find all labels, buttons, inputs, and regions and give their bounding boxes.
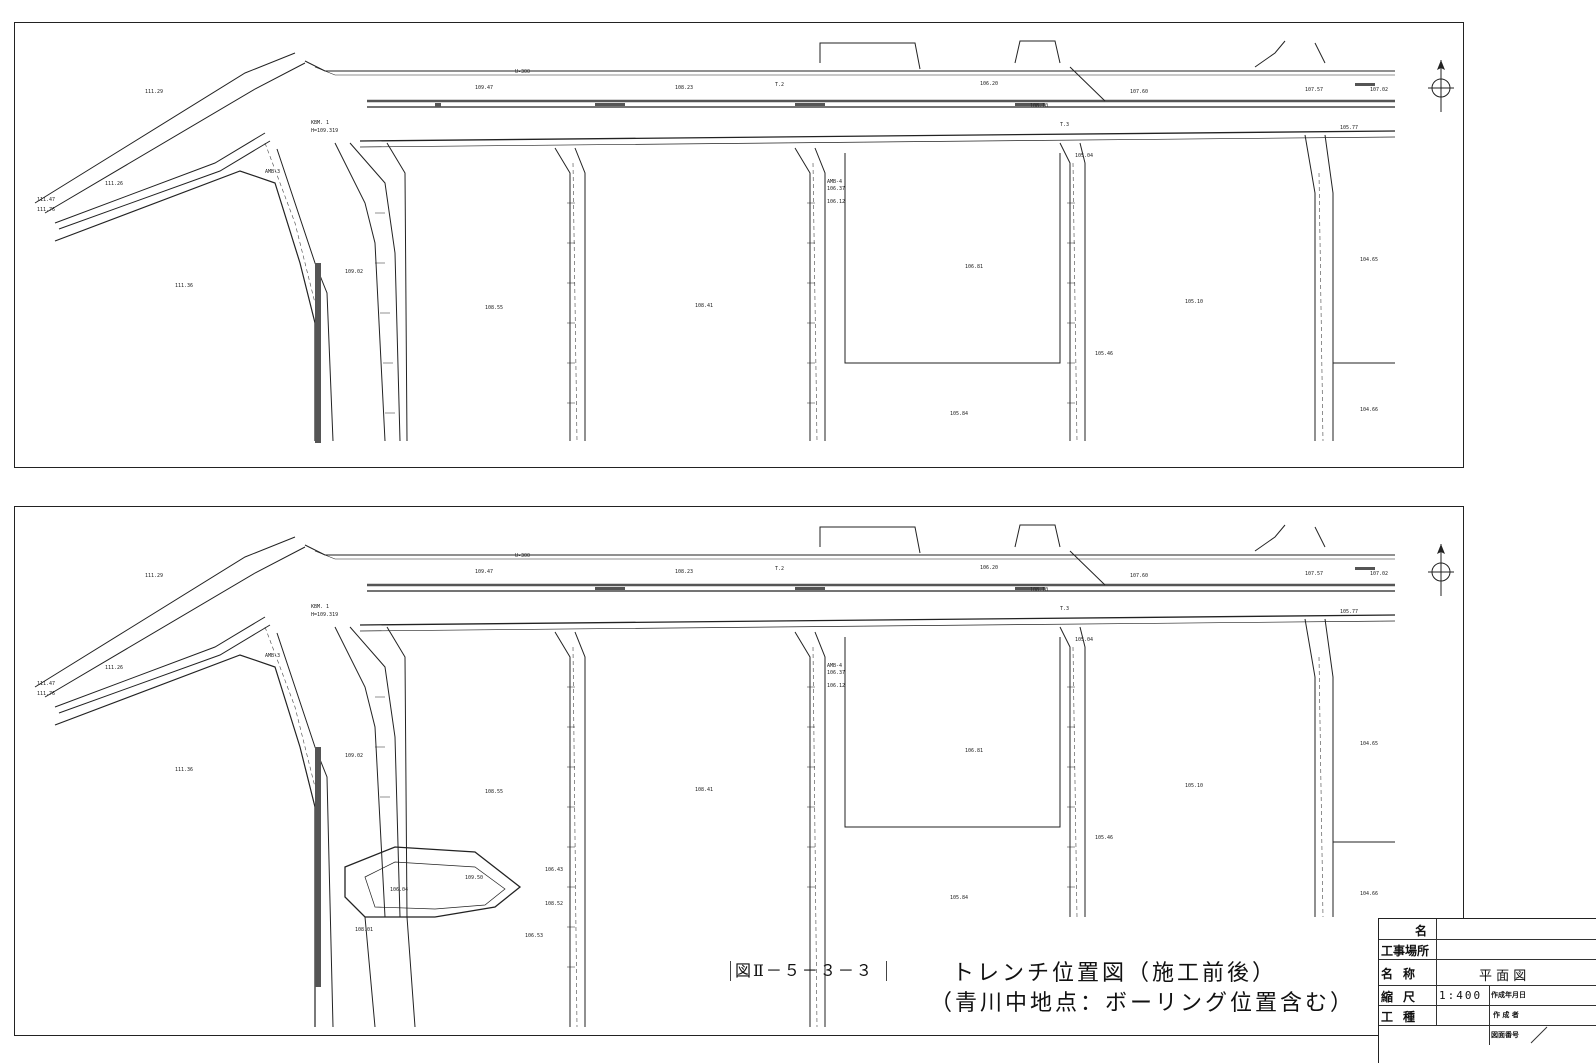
elevation-label: 108.23 <box>675 85 693 91</box>
boring-amb4-label: AMB-4 <box>827 663 842 669</box>
elevation-label: 111.29 <box>145 89 163 95</box>
title-block-row-site: 工事場所 <box>1379 939 1596 960</box>
elevation-label: 105.10 <box>1185 299 1203 305</box>
elevation-label: 108.01 <box>355 927 373 933</box>
elevation-label: 106.12 <box>827 199 845 205</box>
figure-caption: 図Ⅱ－５－３－３ トレンチ位置図（施工前後） （青川中地点：ボーリング位置含む） <box>730 955 1390 1025</box>
elevation-label: 108.10 <box>1030 587 1048 593</box>
map-panel-before: KBM. 1 H=109.319 U-300 T.2 T.3 AMB-3 AMB… <box>14 22 1464 468</box>
title-block-row-name: 名 <box>1379 919 1596 940</box>
elevation-label: 105.04 <box>1075 637 1093 643</box>
elevation-label: 107.60 <box>1130 573 1148 579</box>
elevation-label: 106.20 <box>980 565 998 571</box>
elevation-label: 111.76 <box>37 207 55 213</box>
elevation-label: 104.65 <box>1360 741 1378 747</box>
elevation-label: 108.52 <box>545 901 563 907</box>
elevation-label: 111.36 <box>175 283 193 289</box>
figure-title-line2: （青川中地点：ボーリング位置含む） <box>930 991 1356 1016</box>
elevation-label: 106.04 <box>390 887 408 893</box>
title-block-row-scale: 縮尺 1:400 作成年月日 <box>1379 985 1596 1006</box>
elevation-label: 109.02 <box>345 753 363 759</box>
benchmark-label: KBM. 1 <box>311 120 329 126</box>
benchmark-label: KBM. 1 <box>311 604 329 610</box>
elevation-label: 105.77 <box>1340 125 1358 131</box>
trench-outline <box>344 846 522 918</box>
trench-t2-label: T.2 <box>775 82 784 88</box>
north-arrow-icon <box>1428 544 1454 596</box>
elevation-label: 108.41 <box>695 787 713 793</box>
boring-amb3-label: AMB-3 <box>265 169 280 175</box>
elevation-label: 109.50 <box>465 875 483 881</box>
elevation-label: 106.20 <box>980 81 998 87</box>
figure-number: 図Ⅱ－５－３－３ <box>730 961 887 981</box>
trench-t2-label: T.2 <box>775 566 784 572</box>
elevation-label: 107.60 <box>1130 89 1148 95</box>
elevation-label: 107.02 <box>1370 571 1388 577</box>
elevation-label: 111.26 <box>105 181 123 187</box>
elevation-label: 108.41 <box>695 303 713 309</box>
elevation-label: 105.46 <box>1095 835 1113 841</box>
elevation-label: 107.57 <box>1305 87 1323 93</box>
elevation-label: 106.81 <box>965 264 983 270</box>
benchmark-height-label: H=109.319 <box>311 612 338 618</box>
elevation-label: 105.77 <box>1340 609 1358 615</box>
elevation-label: 111.47 <box>37 681 55 687</box>
elevation-label: 109.47 <box>475 85 493 91</box>
slash-mark <box>1530 1026 1548 1044</box>
benchmark-height-label: H=109.319 <box>311 128 338 134</box>
elevation-label: 111.26 <box>105 665 123 671</box>
boring-amb3-label: AMB-3 <box>265 653 280 659</box>
elevation-label: 111.47 <box>37 197 55 203</box>
elevation-label: 109.02 <box>345 269 363 275</box>
title-block-row-drawno: 図面番号 <box>1379 1025 1596 1045</box>
elevation-label: 105.04 <box>1075 153 1093 159</box>
elevation-label: 108.55 <box>485 789 503 795</box>
elevation-label: 104.66 <box>1360 891 1378 897</box>
elevation-label: 106.53 <box>525 933 543 939</box>
elevation-label: 105.84 <box>950 895 968 901</box>
title-block: 名 工事場所 名称 平 面 図 縮尺 1:400 作成年月日 工種 作 成 者 … <box>1378 918 1596 1063</box>
elevation-label: 104.65 <box>1360 257 1378 263</box>
elevation-label: 107.02 <box>1370 87 1388 93</box>
trench-t3-label: T.3 <box>1060 606 1069 612</box>
map-drawing-after: KBM. 1 H=109.319 U-300 T.2 T.3 AMB-3 AMB… <box>34 524 1396 1028</box>
elevation-label: 106.43 <box>545 867 563 873</box>
elevation-label: 109.47 <box>475 569 493 575</box>
figure-title-line1: トレンチ位置図（施工前後） <box>952 961 1278 986</box>
map-drawing-before: KBM. 1 H=109.319 U-300 T.2 T.3 AMB-3 AMB… <box>34 40 1396 443</box>
scale-value: 1:400 <box>1439 989 1483 1002</box>
road-u300-label: U-300 <box>515 69 530 75</box>
trench-t3-label: T.3 <box>1060 122 1069 128</box>
road-north-edge <box>304 60 1395 72</box>
elevation-label: 111.36 <box>175 767 193 773</box>
elevation-label: 108.23 <box>675 569 693 575</box>
elevation-label: 105.10 <box>1185 783 1203 789</box>
elevation-label: 107.57 <box>1305 571 1323 577</box>
boring-amb4-label: AMB-4 <box>827 179 842 185</box>
elevation-label: 108.10 <box>1030 103 1048 109</box>
map-panel-after: KBM. 1 H=109.319 U-300 T.2 T.3 AMB-3 AMB… <box>14 506 1464 1036</box>
elevation-label: 111.76 <box>37 691 55 697</box>
title-block-row-title: 名称 平 面 図 <box>1379 959 1596 986</box>
road-u300-label: U-300 <box>515 553 530 559</box>
elevation-label: 106.37 <box>827 186 845 192</box>
elevation-label: 108.55 <box>485 305 503 311</box>
title-block-row-type: 工種 作 成 者 <box>1379 1005 1596 1026</box>
elevation-label: 106.37 <box>827 670 845 676</box>
drawing-type: 平 面 図 <box>1479 969 1527 984</box>
north-arrow-icon <box>1428 60 1454 112</box>
elevation-label: 106.12 <box>827 683 845 689</box>
elevation-label: 105.84 <box>950 411 968 417</box>
elevation-label: 105.46 <box>1095 351 1113 357</box>
elevation-label: 111.29 <box>145 573 163 579</box>
elevation-label: 104.66 <box>1360 407 1378 413</box>
elevation-label: 106.81 <box>965 748 983 754</box>
